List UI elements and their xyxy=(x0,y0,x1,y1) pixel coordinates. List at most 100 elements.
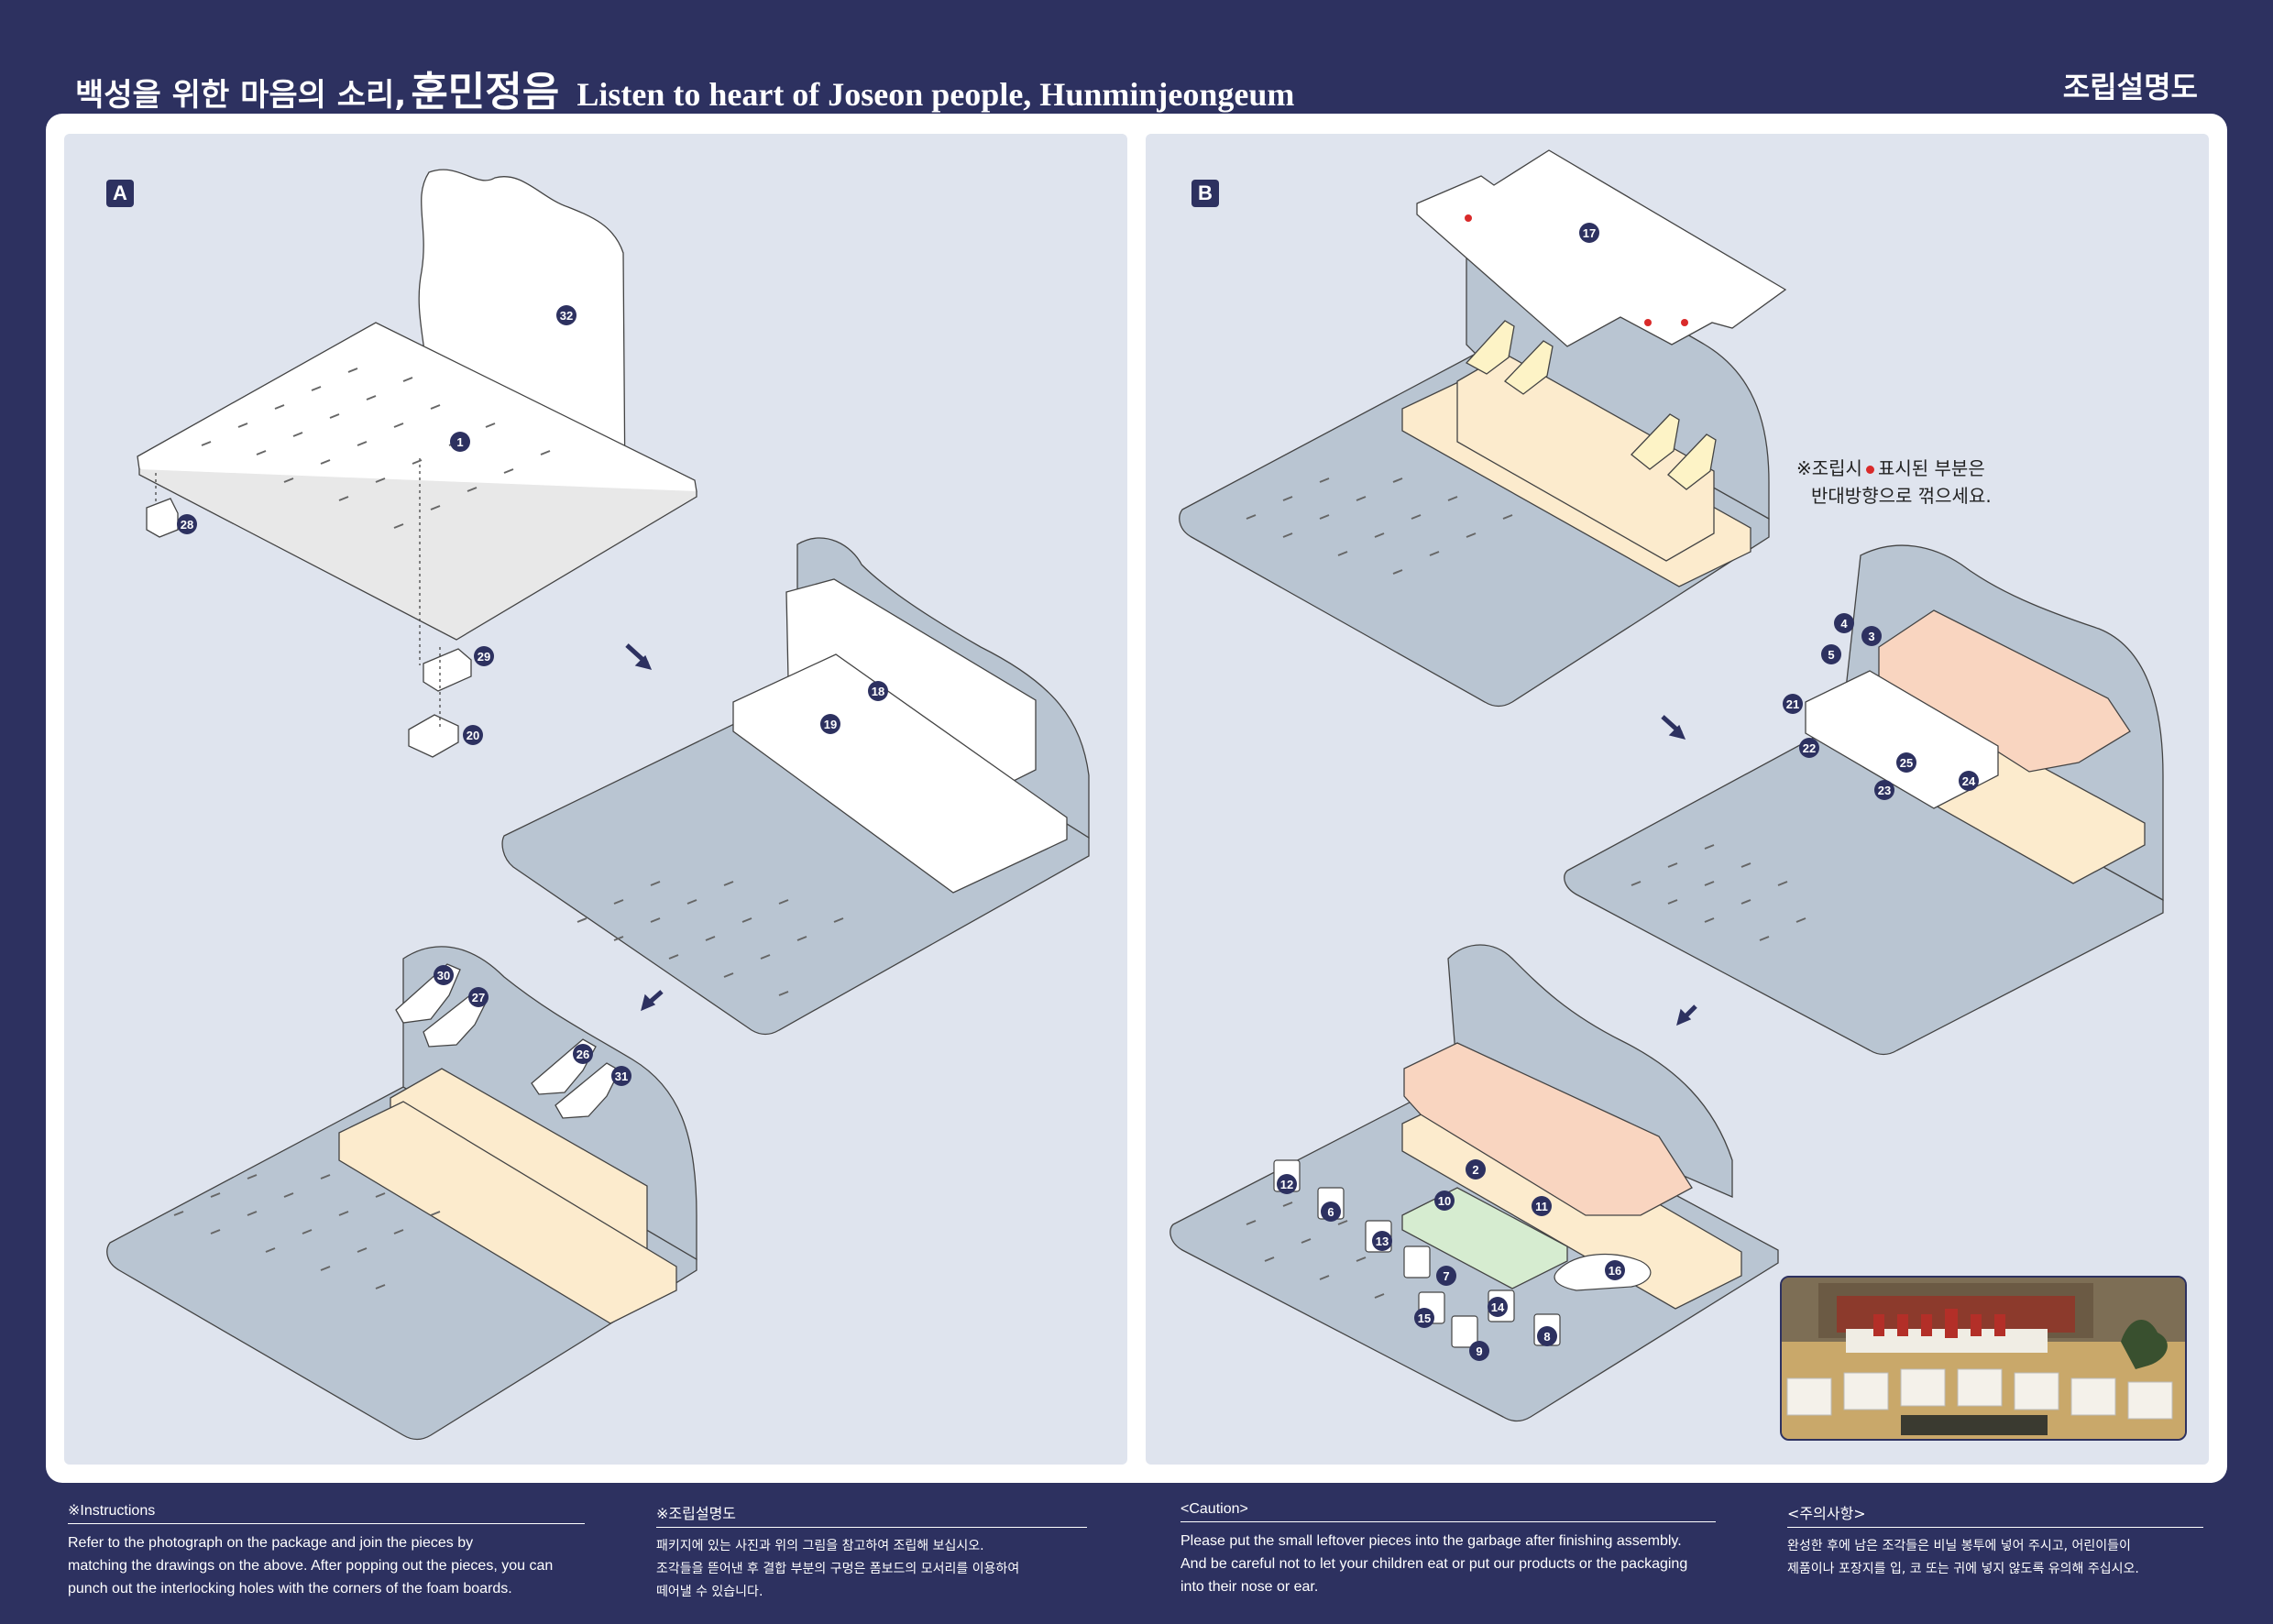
title-korean-main: 훈민정음 xyxy=(411,69,560,115)
footer-caution-ko-title: <주의사항> xyxy=(1787,1501,2203,1528)
footer-caution-en-title: <Caution> xyxy=(1180,1501,1716,1522)
label-6: 6 xyxy=(1327,1205,1334,1219)
title-english: Listen to heart of Joseon people, Hunmin… xyxy=(576,76,1295,113)
badge-24: 24 xyxy=(1959,771,1979,791)
badge-30: 30 xyxy=(434,965,454,985)
badge-28: 28 xyxy=(177,514,197,534)
badge-2: 2 xyxy=(1466,1159,1486,1180)
panel-a-diagram: 32 1 28 29 20 18 19 30 27 26 31 xyxy=(106,169,1090,1441)
panel-b-letter: B xyxy=(1191,180,1219,207)
b-step3-roof xyxy=(1403,1042,1693,1216)
badge-20: 20 xyxy=(463,725,483,745)
title-korean-subtitle: 백성을 위한 마음의 소리, xyxy=(75,77,407,114)
label-8: 8 xyxy=(1543,1330,1550,1344)
badge-8: 8 xyxy=(1537,1326,1557,1346)
label-14: 14 xyxy=(1491,1300,1505,1314)
label-4: 4 xyxy=(1840,617,1848,631)
label-29: 29 xyxy=(478,650,490,664)
b-wing-right-2 xyxy=(1667,433,1717,490)
label-13: 13 xyxy=(1376,1234,1389,1248)
label-21: 21 xyxy=(1786,697,1799,711)
badge-16: 16 xyxy=(1605,1260,1625,1280)
footer-line: 조각들을 뜯어낸 후 결합 부분의 구멍은 폼보드의 모서리를 이용하여 xyxy=(656,1562,1020,1576)
panel-b-diagram: 17 4 3 5 21 22 25 23 24 2 10 11 12 6 13 … xyxy=(1169,149,2164,1422)
footer-line: 제품이나 포장지를 입, 코 또는 귀에 넣지 않도록 유의해 주십시오. xyxy=(1787,1562,2139,1576)
fold-note-line2: 반대방향으로 꺾으세요. xyxy=(1811,485,1992,507)
label-27: 27 xyxy=(472,991,485,1004)
badge-25: 25 xyxy=(1896,752,1916,773)
label-15: 15 xyxy=(1418,1311,1431,1325)
footer-instructions-en-title: ※Instructions xyxy=(68,1501,585,1524)
badge-12: 12 xyxy=(1277,1174,1297,1194)
badge-26: 26 xyxy=(573,1044,593,1064)
footer-line: And be careful not to let your children … xyxy=(1180,1556,1688,1572)
label-12: 12 xyxy=(1280,1178,1293,1191)
badge-5: 5 xyxy=(1821,644,1841,664)
b-wing-right-1 xyxy=(1631,413,1680,470)
badge-17: 17 xyxy=(1579,223,1599,243)
b-slot-marks xyxy=(1246,477,1806,1299)
label-9: 9 xyxy=(1476,1344,1482,1358)
badge-1: 1 xyxy=(450,432,470,452)
badge-9: 9 xyxy=(1469,1341,1489,1361)
badge-18: 18 xyxy=(868,681,888,701)
piece-28-shape xyxy=(146,498,179,538)
badge-23: 23 xyxy=(1874,780,1894,800)
piece-31-shape xyxy=(555,1062,620,1119)
label-32: 32 xyxy=(560,309,573,323)
footer-instructions-ko-title: ※조립설명도 xyxy=(656,1501,1087,1528)
badge-32: 32 xyxy=(556,305,576,325)
footer-line: punch out the interlocking holes with th… xyxy=(68,1581,512,1597)
footer-line: Refer to the photograph on the package a… xyxy=(68,1535,474,1551)
b-step2-base-board xyxy=(1564,721,2164,1056)
badge-15: 15 xyxy=(1414,1308,1434,1328)
badge-29: 29 xyxy=(474,646,494,666)
footer-caution-ko-body: 완성한 후에 남은 조각들은 비닐 봉투에 넣어 주시고, 어린이들이 제품이나… xyxy=(1787,1535,2203,1581)
footer-line: 패키지에 있는 사진과 위의 그림을 참고하여 조립해 보십시오. xyxy=(656,1539,984,1553)
label-23: 23 xyxy=(1878,784,1891,797)
badge-31: 31 xyxy=(611,1066,631,1086)
piece-29-shape xyxy=(423,648,472,692)
label-2: 2 xyxy=(1472,1163,1478,1177)
footer-line: matching the drawings on the above. Afte… xyxy=(68,1558,554,1574)
label-20: 20 xyxy=(467,729,479,742)
footer-instructions-en-body: Refer to the photograph on the package a… xyxy=(68,1531,585,1600)
panel-a: 32 1 28 29 20 18 19 30 27 26 31 A xyxy=(64,134,1127,1465)
label-26: 26 xyxy=(576,1048,589,1061)
b-step3-stage xyxy=(1401,1187,1568,1289)
badge-10: 10 xyxy=(1434,1191,1455,1211)
piece-19-shape xyxy=(732,653,1068,894)
assembled-model-photo xyxy=(1780,1276,2187,1441)
footer-line: into their nose or ear. xyxy=(1180,1579,1319,1595)
label-25: 25 xyxy=(1900,756,1913,770)
b-wing-left-1 xyxy=(1465,320,1515,375)
badge-19: 19 xyxy=(820,714,840,734)
step3-cream-base xyxy=(338,1101,677,1324)
footer-caution-en-body: Please put the small leftover pieces int… xyxy=(1180,1530,1716,1598)
badge-4: 4 xyxy=(1834,613,1854,633)
panel-a-letter: A xyxy=(106,180,134,207)
badge-14: 14 xyxy=(1488,1297,1508,1317)
slot-marks xyxy=(173,368,844,1289)
badge-3: 3 xyxy=(1861,626,1882,646)
label-31: 31 xyxy=(615,1070,628,1083)
label-18: 18 xyxy=(872,685,884,698)
label-3: 3 xyxy=(1868,630,1874,643)
label-1: 1 xyxy=(456,435,463,449)
b-step2-white-front xyxy=(1805,670,1999,809)
label-11: 11 xyxy=(1535,1200,1548,1213)
footer-instructions-ko-body: 패키지에 있는 사진과 위의 그림을 참고하여 조립해 보십시오. 조각들을 뜯… xyxy=(656,1535,1087,1604)
photo-illustration xyxy=(1782,1278,2185,1439)
b-wing-left-2 xyxy=(1504,340,1554,395)
label-28: 28 xyxy=(181,518,193,532)
piece-17-shape xyxy=(1416,149,1787,347)
fold-marks xyxy=(1465,214,1688,326)
badge-7: 7 xyxy=(1436,1266,1456,1286)
badge-13: 13 xyxy=(1372,1231,1392,1251)
footer-instructions-ko: ※조립설명도 패키지에 있는 사진과 위의 그림을 참고하여 조립해 보십시오.… xyxy=(656,1501,1087,1604)
badge-27: 27 xyxy=(468,987,489,1007)
panel-b: 17 4 3 5 21 22 25 23 24 2 10 11 12 6 13 … xyxy=(1146,134,2209,1465)
label-5: 5 xyxy=(1828,648,1834,662)
badge-11: 11 xyxy=(1532,1196,1552,1216)
